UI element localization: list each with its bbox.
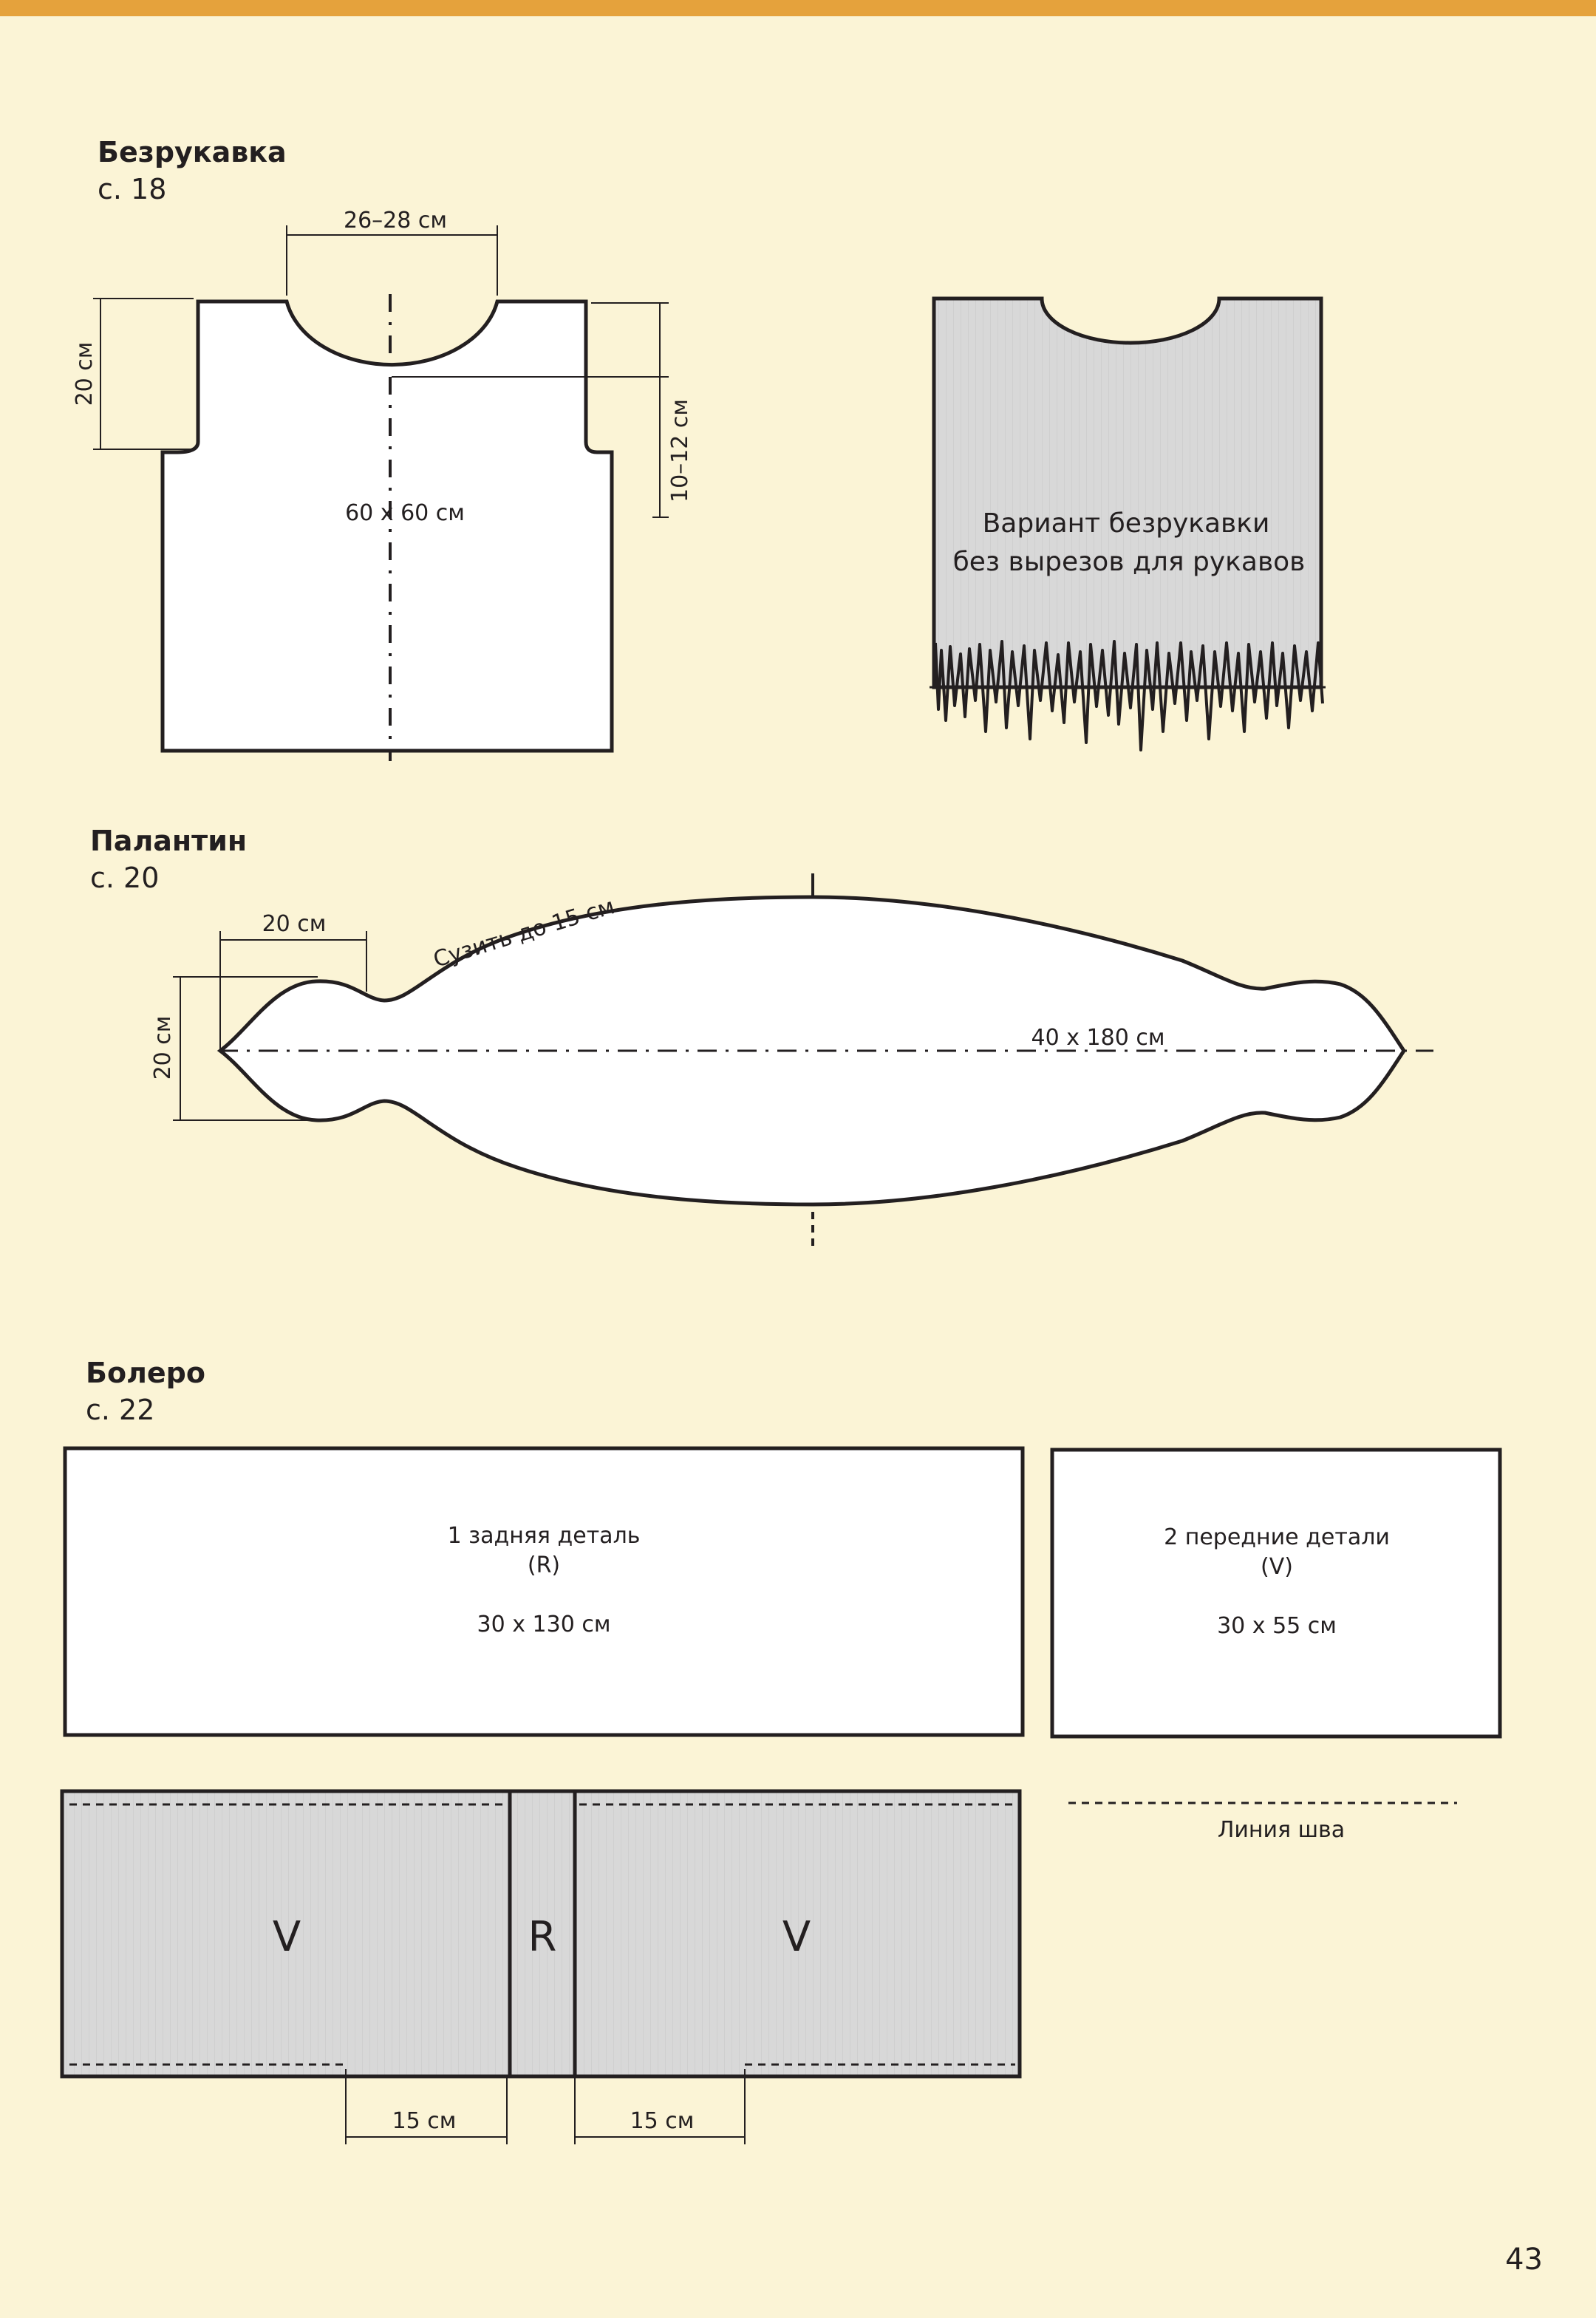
vest-shape [160, 299, 614, 753]
bolero-page-ref: с. 22 [86, 1394, 155, 1426]
stole-title: Палантин [90, 825, 248, 857]
stole-end-width-dimension: 20 см [219, 911, 367, 1049]
seam-legend: Линия шва [1068, 1801, 1457, 1843]
vest-neck-width-label: 26–28 см [344, 208, 447, 233]
assembly-right-panel [573, 1789, 1022, 2079]
bolero-front-piece: 2 передние детали (V) 30 x 55 см [1050, 1448, 1502, 1739]
vest-variant-caption-line2: без вырезов для рукавов [953, 547, 1306, 577]
bolero-front-code: (V) [1261, 1554, 1293, 1580]
stole-size-label: 40 x 180 см [1031, 1025, 1165, 1051]
assembly-gap-left-label: 15 см [392, 2108, 457, 2134]
stole-page-ref: с. 20 [90, 862, 160, 894]
bolero-back-piece: 1 задняя деталь (R) 30 x 130 см [63, 1446, 1025, 1737]
vest-title: Безрукавка [98, 136, 287, 168]
seam-legend-label: Линия шва [1218, 1817, 1345, 1843]
vest-diagram: 26–28 см 20 см 10–12 см 60 x 60 см [72, 208, 693, 761]
vest-variant-fringe [934, 640, 1324, 751]
bolero-back-label: 1 задняя деталь [448, 1523, 641, 1549]
stole-end-width-label: 20 см [262, 911, 327, 937]
bolero-back-size: 30 x 130 см [477, 1612, 611, 1637]
vest-size-label: 60 x 60 см [345, 500, 465, 526]
vest-neck-dimension: 26–28 см [286, 208, 498, 296]
vest-page-ref: с. 18 [98, 173, 167, 205]
bolero-front-size: 30 x 55 см [1217, 1613, 1337, 1639]
bolero-assembly: V R V 15 см 15 см [60, 1789, 1022, 2144]
stole-end-height-dimension: 20 см [150, 976, 318, 1121]
vest-armhole-depth-label: 10–12 см [667, 399, 693, 502]
page-number: 43 [1505, 2243, 1543, 2277]
assembly-left-panel [60, 1789, 512, 2079]
vest-variant-diagram: Вариант безрукавки без вырезов для рукав… [930, 296, 1326, 751]
stole-diagram: 20 см 20 см Сузить до 15 см 40 x 180 см [150, 873, 1433, 1252]
assembly-center-letter: R [528, 1913, 557, 1961]
bolero-back-code: (R) [528, 1552, 560, 1578]
assembly-gap-right-label: 15 см [630, 2108, 695, 2134]
assembly-right-letter: V [782, 1913, 811, 1961]
vest-variant-caption-line1: Вариант безрукавки [983, 508, 1270, 539]
vest-armhole-depth-dimension: 10–12 см [392, 302, 693, 518]
bolero-title: Болеро [86, 1357, 205, 1389]
assembly-left-letter: V [273, 1913, 301, 1961]
assembly-center-panel [508, 1789, 577, 2079]
vest-armhole-height-label: 20 см [72, 342, 98, 406]
bolero-front-label: 2 передние детали [1164, 1524, 1390, 1550]
stole-end-height-label: 20 см [150, 1016, 176, 1080]
vest-armhole-height-dimension: 20 см [72, 298, 194, 450]
assembly-gap-right-dimension: 15 см [574, 2069, 746, 2144]
vest-variant-shape [932, 296, 1323, 689]
assembly-gap-left-dimension: 15 см [345, 2069, 508, 2144]
top-color-band [0, 0, 1596, 16]
